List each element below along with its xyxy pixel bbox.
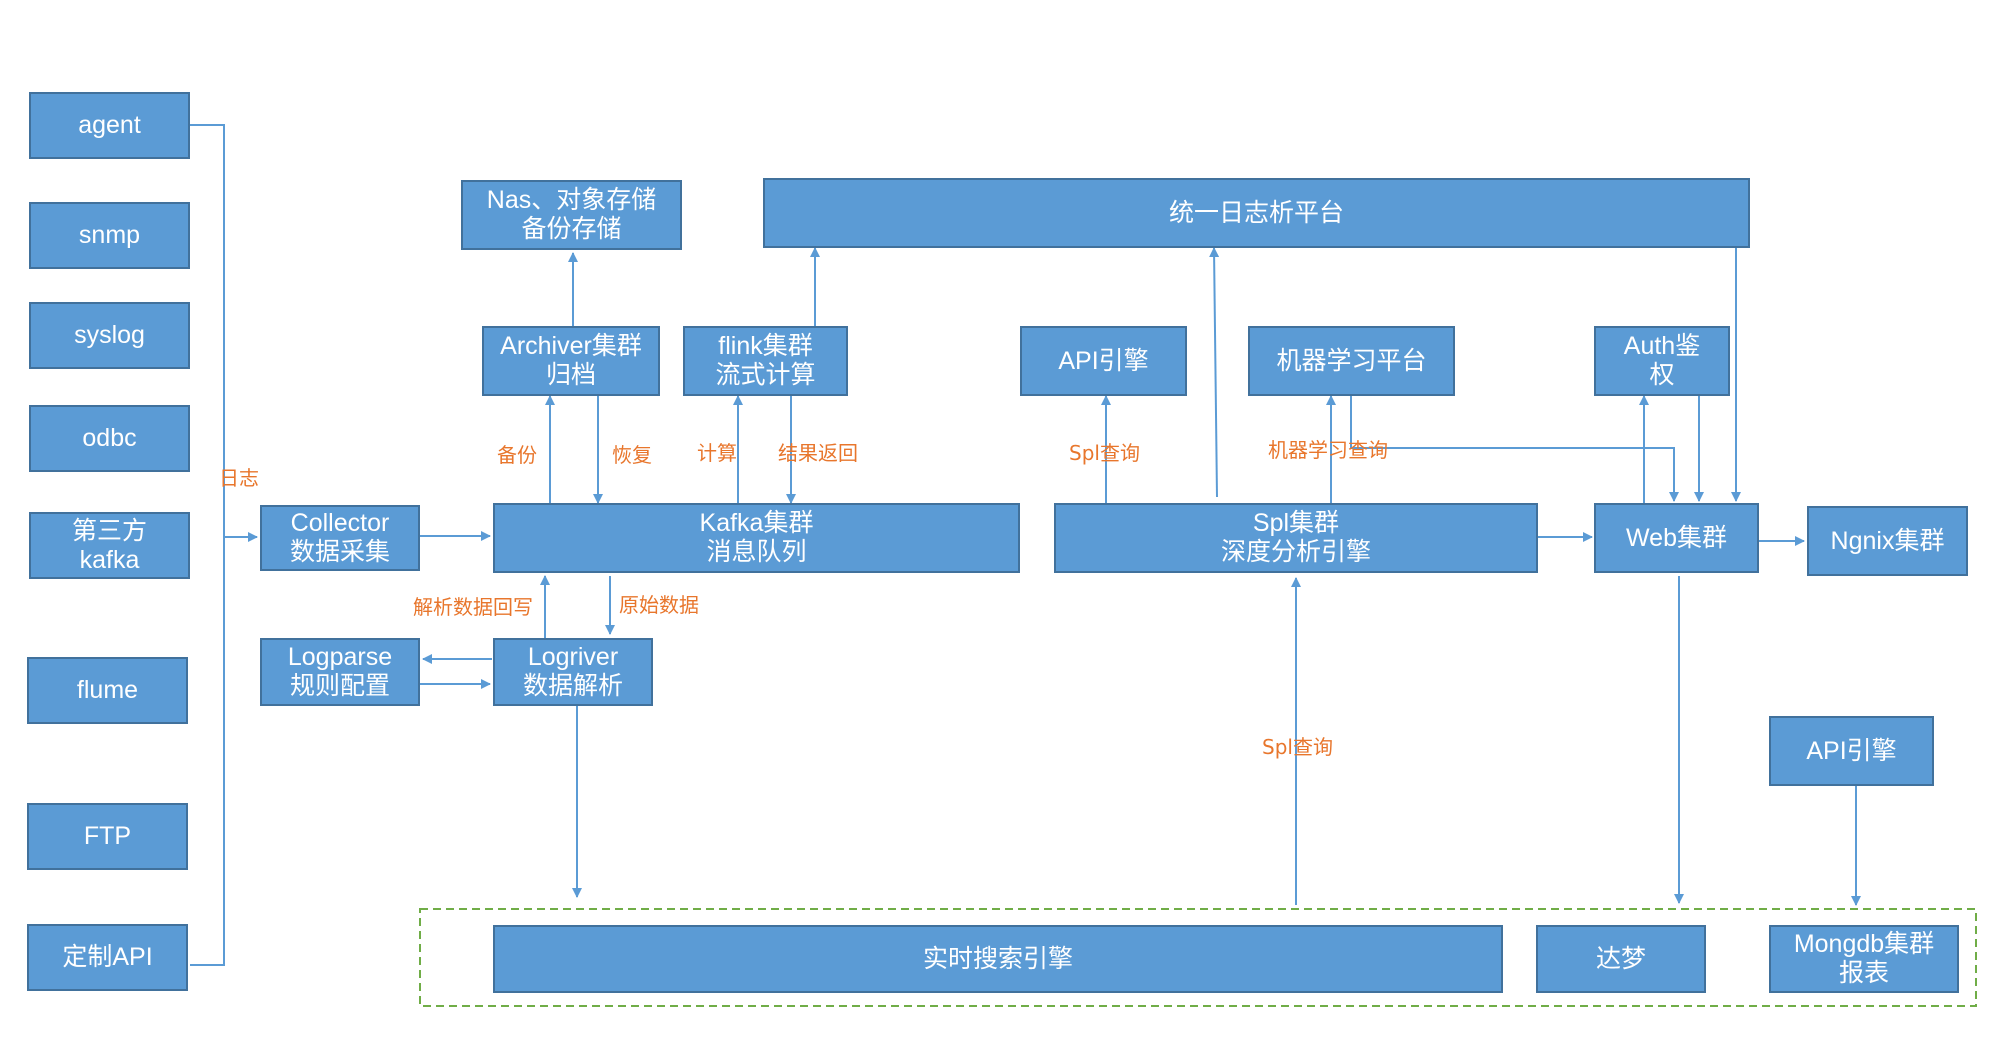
edge-label-logs: 日志	[219, 466, 259, 490]
mongodb-label-2: 报表	[1838, 959, 1889, 987]
auth-label-2: 权	[1649, 361, 1675, 389]
edge-label-result-return: 结果返回	[778, 441, 858, 465]
api-engine-bottom-label: API引擎	[1806, 736, 1897, 765]
nas-label-1: Nas、对象存储	[486, 186, 657, 214]
connector-spl-to-platform	[1209, 247, 1220, 498]
source-thirdparty-label-1: 第三方	[71, 516, 147, 545]
node-spl-cluster: Spl集群深度分析引擎	[1054, 503, 1538, 573]
node-nas-storage: Nas、对象存储备份存储	[461, 180, 682, 250]
node-realtime-search: 实时搜索引擎	[493, 925, 1503, 993]
edge-label-backup: 备份	[497, 443, 537, 467]
spl-cluster-label-1: Spl集群	[1252, 509, 1340, 537]
flink-label-1: flink集群	[718, 332, 813, 360]
logriver-label-1: Logriver	[527, 643, 619, 671]
node-auth: Auth鉴权	[1594, 326, 1730, 396]
source-flume-label: flume	[76, 676, 139, 704]
dameng-label: 达梦	[1595, 944, 1646, 973]
collector-label-1: Collector	[290, 509, 390, 537]
node-dameng: 达梦	[1536, 925, 1706, 993]
source-ftp: FTP	[27, 803, 188, 870]
node-unified-log-platform: 统一日志析平台	[763, 178, 1750, 248]
nas-label-2: 备份存储	[521, 215, 622, 243]
source-syslog-label: syslog	[74, 321, 145, 349]
storage-group-boundary	[419, 908, 1977, 1007]
edge-label-ml-query: 机器学习查询	[1268, 438, 1388, 462]
spl-cluster-label-2: 深度分析引擎	[1220, 538, 1371, 566]
kafka-label-1: Kafka集群	[699, 509, 814, 537]
node-kafka: Kafka集群消息队列	[493, 503, 1020, 573]
source-agent-label: agent	[78, 111, 141, 139]
node-api-engine-bottom: API引擎	[1769, 716, 1934, 786]
flink-label-2: 流式计算	[715, 361, 816, 389]
archiver-label-2: 归档	[545, 361, 596, 389]
logparse-label-2: 规则配置	[289, 672, 390, 700]
web-cluster-label: Web集群	[1626, 523, 1727, 552]
edge-label-raw-data: 原始数据	[619, 593, 699, 617]
logriver-label-2: 数据解析	[522, 672, 623, 700]
realtime-search-label: 实时搜索引擎	[922, 944, 1073, 973]
platform-label: 统一日志析平台	[1168, 198, 1344, 227]
source-flume: flume	[27, 657, 188, 724]
node-ml-platform: 机器学习平台	[1248, 326, 1455, 396]
node-flink: flink集群流式计算	[683, 326, 848, 396]
ml-platform-label: 机器学习平台	[1276, 346, 1427, 375]
edge-label-compute: 计算	[697, 441, 737, 465]
source-custom-api-label: 定制API	[62, 943, 153, 971]
api-engine-top-label: API引擎	[1058, 346, 1149, 375]
source-agent: agent	[29, 92, 190, 159]
node-mongodb: Mongdb集群报表	[1769, 925, 1959, 993]
archiver-label-1: Archiver集群	[500, 332, 642, 360]
source-snmp-label: snmp	[78, 221, 141, 249]
source-thirdparty-label-2: kafka	[79, 545, 140, 574]
kafka-label-2: 消息队列	[706, 538, 807, 566]
node-api-engine-top: API引擎	[1020, 326, 1187, 396]
node-web-cluster: Web集群	[1594, 503, 1759, 573]
source-syslog: syslog	[29, 302, 190, 369]
auth-label-1: Auth鉴	[1623, 332, 1701, 360]
source-snmp: snmp	[29, 202, 190, 269]
collector-label-2: 数据采集	[289, 538, 390, 566]
connector-ml-query	[1350, 396, 1679, 502]
edge-label-spl-query-bottom: Spl查询	[1262, 735, 1333, 759]
edge-label-restore: 恢复	[612, 443, 652, 467]
source-odbc: odbc	[29, 405, 190, 472]
edge-label-spl-query-api: Spl查询	[1069, 441, 1140, 465]
source-odbc-label: odbc	[82, 424, 137, 452]
node-archiver: Archiver集群归档	[482, 326, 660, 396]
source-custom-api: 定制API	[27, 924, 188, 991]
mongodb-label-1: Mongdb集群	[1793, 930, 1935, 958]
node-ngnix-cluster: Ngnix集群	[1807, 506, 1968, 576]
source-bus-line	[190, 124, 225, 966]
edge-label-parsed-writeback: 解析数据回写	[413, 595, 533, 619]
ngnix-cluster-label: Ngnix集群	[1830, 526, 1945, 555]
source-ftp-label: FTP	[83, 822, 132, 850]
logparse-label-1: Logparse	[287, 643, 393, 671]
